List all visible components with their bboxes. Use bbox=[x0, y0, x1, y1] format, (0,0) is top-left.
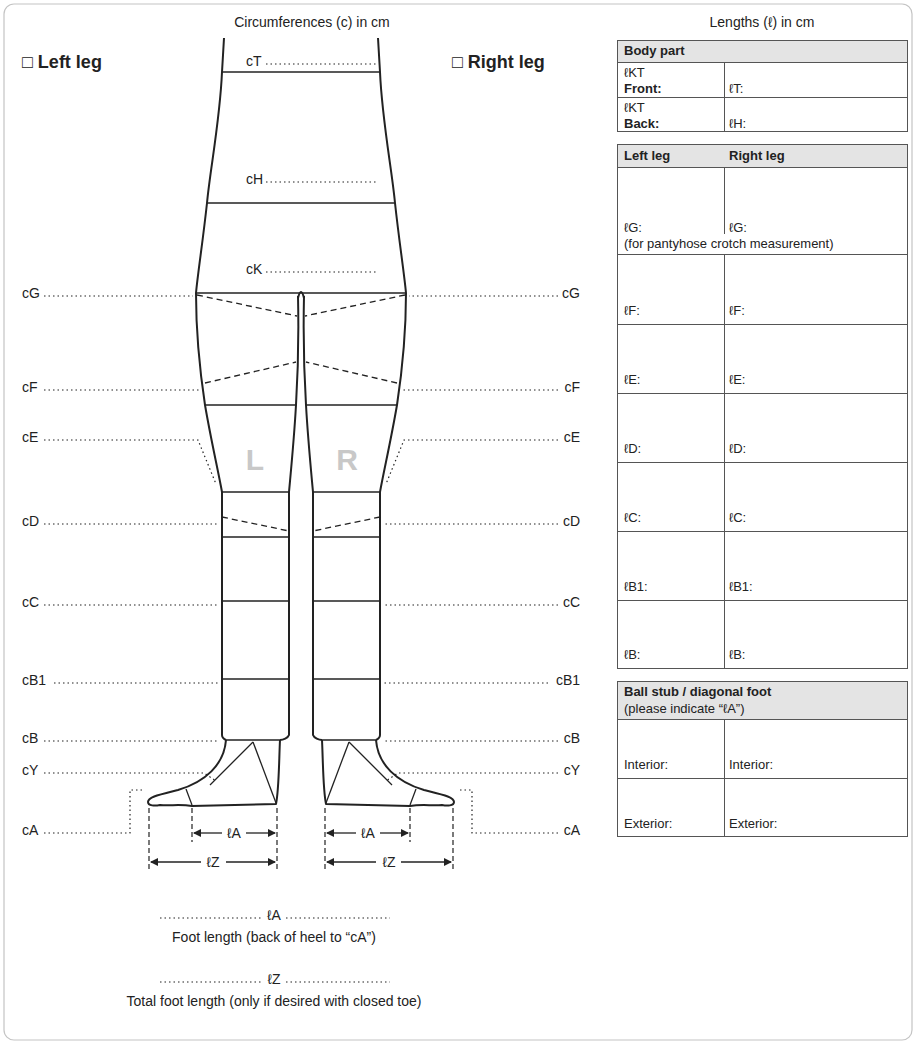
table-cell: ℓT: bbox=[729, 81, 743, 96]
body-lines bbox=[196, 72, 406, 298]
dimension-label: ℓA bbox=[267, 907, 281, 923]
table-cell: ℓE: bbox=[729, 372, 746, 387]
circumference-label: cG bbox=[562, 285, 580, 301]
heading: Lengths (ℓ) in cm bbox=[710, 14, 815, 30]
table-header: Body part bbox=[624, 43, 685, 58]
dimension-label: ℓA bbox=[227, 825, 241, 841]
dimension-caption: Total foot length (only if desired with … bbox=[127, 993, 422, 1009]
leg-letter: R bbox=[336, 444, 358, 476]
table-cell: Interior: bbox=[624, 757, 668, 772]
circumference-label: cH bbox=[246, 171, 263, 187]
table-cell: Front: bbox=[624, 81, 662, 96]
circumference-label: cD bbox=[22, 513, 39, 529]
table-cell: ℓC: bbox=[729, 510, 746, 525]
table-cell: ℓB: bbox=[624, 647, 641, 662]
circumference-label: cB bbox=[564, 730, 580, 746]
table-cell: ℓF: bbox=[729, 303, 745, 318]
table-header: Left leg bbox=[624, 148, 670, 163]
table-cell: ℓH: bbox=[729, 116, 746, 131]
dimension-label: ℓA bbox=[361, 825, 375, 841]
table-cell: ℓKT bbox=[624, 65, 645, 80]
circumference-label: cE bbox=[22, 429, 38, 445]
circumference-label: cD bbox=[563, 513, 580, 529]
circumference-label: cE bbox=[564, 429, 580, 445]
table-cell: Interior: bbox=[729, 757, 773, 772]
table-header: Ball stub / diagonal foot bbox=[624, 684, 771, 699]
table-cell: ℓD: bbox=[624, 441, 641, 456]
table-cell: Exterior: bbox=[624, 816, 672, 831]
heading: Circumferences (c) in cm bbox=[234, 14, 390, 30]
leg-letter: L bbox=[246, 444, 264, 476]
table-cell: ℓD: bbox=[729, 441, 746, 456]
leg-half-mirror bbox=[304, 38, 558, 870]
circumference-label: cG bbox=[22, 285, 40, 301]
table-cell: ℓG: bbox=[729, 220, 747, 235]
circumference-label: cT bbox=[246, 53, 262, 69]
table-cell: ℓKT bbox=[624, 100, 645, 115]
dimension-caption: Foot length (back of heel to “cA”) bbox=[172, 929, 376, 945]
table-note: (for pantyhose crotch measurement) bbox=[624, 236, 834, 251]
table-cell: ℓB1: bbox=[729, 579, 753, 594]
table-header: Right leg bbox=[729, 148, 785, 163]
circumference-label: cC bbox=[563, 594, 580, 610]
checkbox-label: □ Left leg bbox=[22, 52, 102, 72]
dimension-label: ℓZ bbox=[206, 854, 219, 870]
circumference-label: cY bbox=[564, 762, 580, 778]
leader-dots bbox=[160, 64, 390, 982]
table-cell: ℓF: bbox=[624, 303, 640, 318]
table-cell: Back: bbox=[624, 116, 659, 131]
circumference-label: cB1 bbox=[22, 672, 46, 688]
checkbox-label: □ Right leg bbox=[452, 52, 545, 72]
dimension-label: ℓZ bbox=[267, 971, 280, 987]
circumference-label: cB bbox=[22, 730, 38, 746]
dimension-label: ℓZ bbox=[382, 854, 395, 870]
leg-half bbox=[44, 38, 298, 870]
frame bbox=[4, 4, 912, 1040]
table-cell: ℓB1: bbox=[624, 579, 648, 594]
length-tables bbox=[617, 40, 908, 837]
table-note: (please indicate “ℓA”) bbox=[624, 701, 745, 716]
table-cell: ℓC: bbox=[624, 510, 641, 525]
circumference-label: cF bbox=[22, 379, 38, 395]
circumference-label: cF bbox=[564, 379, 580, 395]
table-cell: ℓG: bbox=[624, 220, 642, 235]
table-cell: ℓE: bbox=[624, 372, 641, 387]
circumference-label: cA bbox=[22, 822, 38, 838]
circumference-label: cB1 bbox=[556, 672, 580, 688]
circumference-label: cC bbox=[22, 594, 39, 610]
circumference-label: cY bbox=[22, 762, 38, 778]
circumference-label: cK bbox=[246, 261, 262, 277]
table-cell: Exterior: bbox=[729, 816, 777, 831]
circumference-label: cA bbox=[564, 822, 580, 838]
table-cell: ℓB: bbox=[729, 647, 746, 662]
